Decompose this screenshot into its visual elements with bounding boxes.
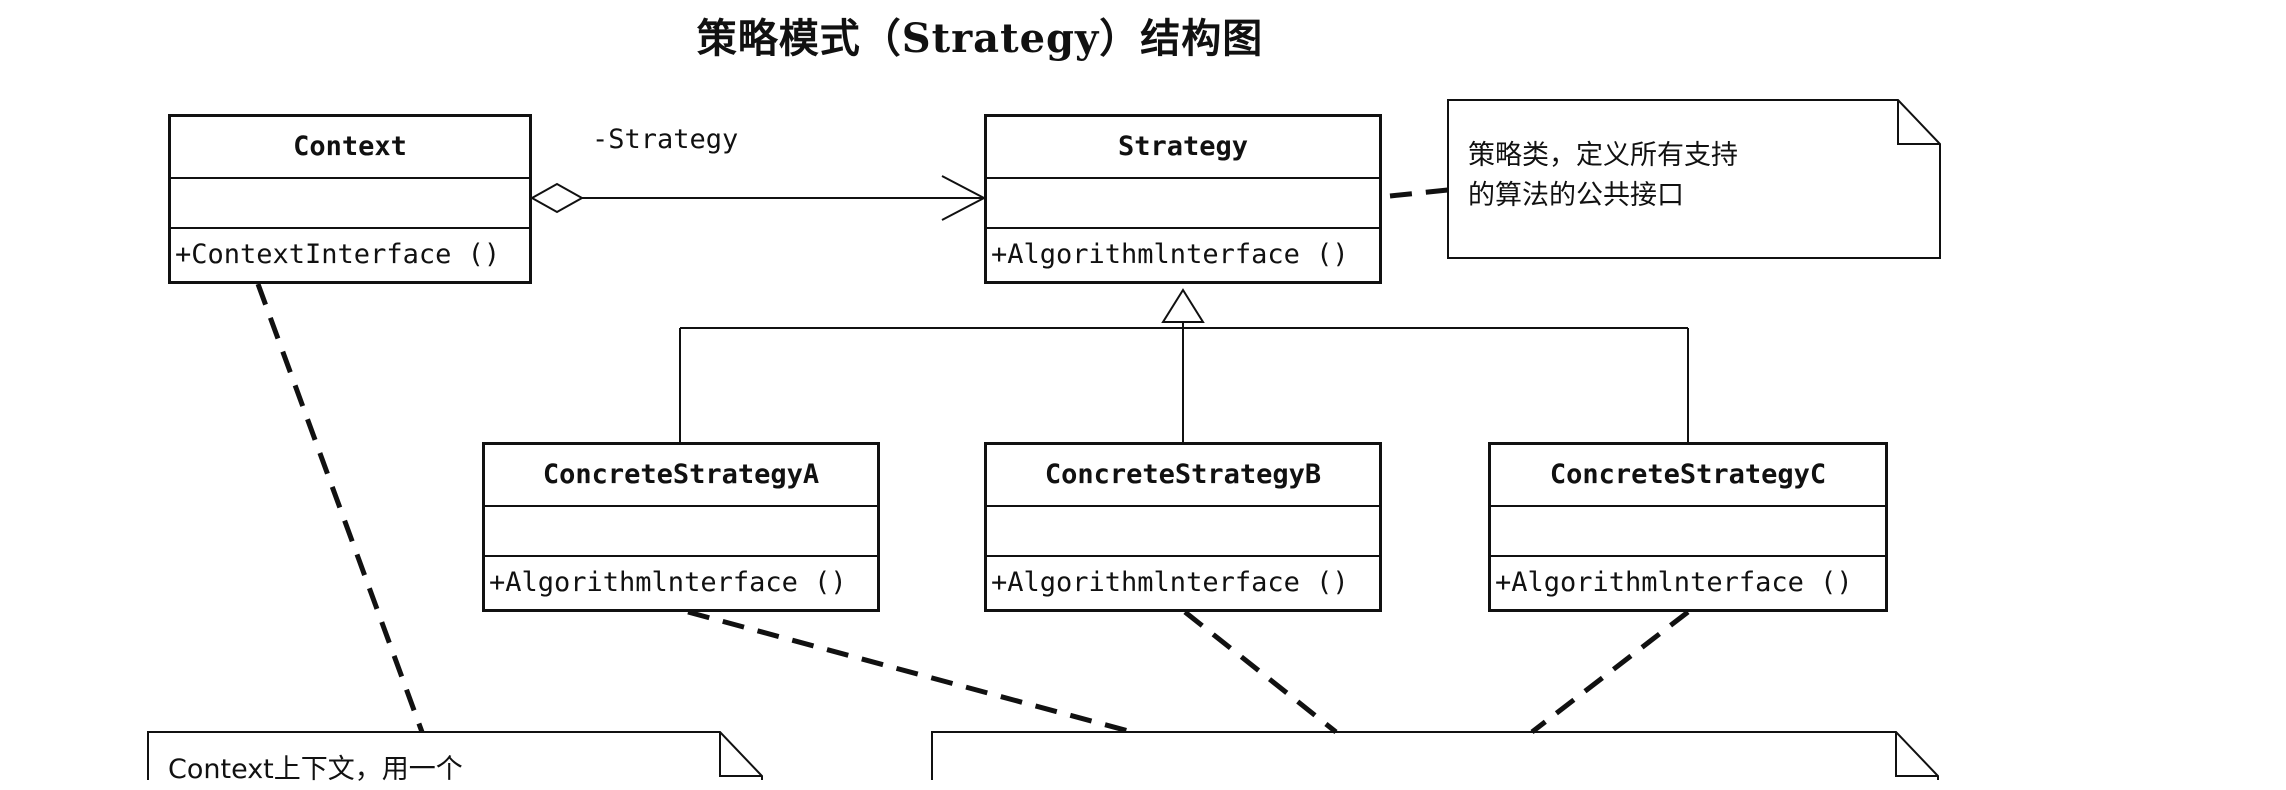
class-attributes [987, 507, 1379, 557]
diagram-title: 策略模式（Strategy）结构图 [696, 15, 1264, 62]
class-operation: +ContextInterface () [175, 239, 501, 270]
strategy-note-line-1: 策略类，定义所有支持 [1468, 140, 1738, 171]
class-name: ConcreteStrategyC [1491, 445, 1885, 507]
class-name: Context [171, 117, 529, 179]
class-operation: +Algorithmlnterface () [991, 239, 1349, 270]
class-context[interactable]: Context +ContextInterface () [168, 114, 532, 284]
class-name: ConcreteStrategyA [485, 445, 877, 507]
association-label: -Strategy [592, 124, 739, 155]
note-connectors [255, 187, 1690, 735]
class-attributes [485, 507, 877, 557]
aggregation-diamond [529, 182, 585, 214]
class-operation: +Algorithmlnterface () [489, 567, 847, 598]
concrete-strategy-note [931, 731, 1939, 780]
class-attributes [1491, 507, 1885, 557]
aggregation-edge [529, 175, 987, 221]
strategy-note [1447, 99, 1941, 259]
class-operation: +Algorithmlnterface () [1495, 567, 1853, 598]
class-strategy[interactable]: Strategy +Algorithmlnterface () [984, 114, 1382, 284]
context-note [147, 731, 763, 780]
class-name: ConcreteStrategyB [987, 445, 1379, 507]
inheritance-triangle [1161, 288, 1205, 323]
class-attributes [171, 179, 529, 229]
class-operation: +Algorithmlnterface () [991, 567, 1349, 598]
class-attributes [987, 179, 1379, 229]
strategy-note-line-2: 的算法的公共接口 [1468, 180, 1684, 211]
class-concrete-strategy-b[interactable]: ConcreteStrategyB +Algorithmlnterface () [984, 442, 1382, 612]
class-concrete-strategy-c[interactable]: ConcreteStrategyC +Algorithmlnterface () [1488, 442, 1888, 612]
class-concrete-strategy-a[interactable]: ConcreteStrategyA +Algorithmlnterface () [482, 442, 880, 612]
generalization-edges [679, 288, 1689, 442]
context-note-line-1: Context上下文，用一个 [168, 754, 463, 785]
class-name: Strategy [987, 117, 1379, 179]
